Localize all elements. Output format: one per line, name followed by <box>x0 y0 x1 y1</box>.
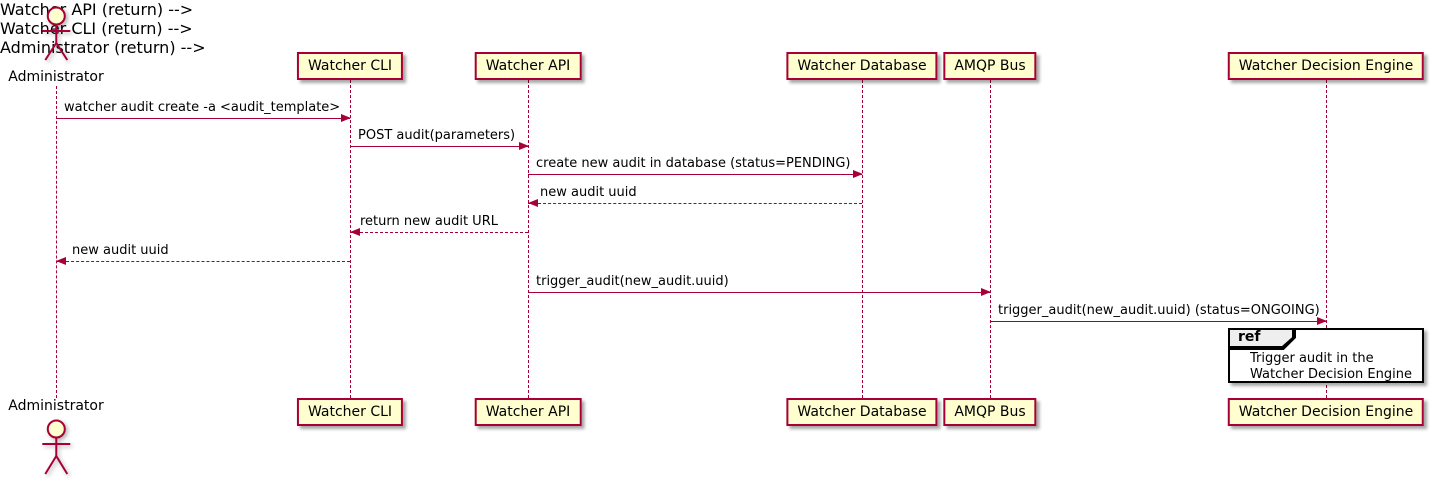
lifeline-watcher-cli <box>350 80 351 398</box>
message-label: watcher audit create -a <audit_template> <box>64 100 341 115</box>
message-line <box>56 118 350 119</box>
participant-watcher-decision-engine-bottom: Watcher Decision Engine <box>1227 398 1425 426</box>
participant-watcher-database-top: Watcher Database <box>786 52 938 80</box>
message-line <box>56 261 350 262</box>
ref-text-line-1: Trigger audit in the <box>1250 351 1374 366</box>
message-label: POST audit(parameters) <box>358 128 516 143</box>
lifeline-watcher-decision-engine <box>1326 80 1327 398</box>
lifeline-watcher-api <box>528 80 529 398</box>
message-label: return new audit URL <box>360 214 498 229</box>
ref-tab-fill <box>1230 330 1292 346</box>
participant-watcher-api-bottom: Watcher API <box>474 398 582 426</box>
participant-watcher-cli-bottom: Watcher CLI <box>296 398 404 426</box>
participant-watcher-api-top: Watcher API <box>474 52 582 80</box>
arrowhead-icon <box>981 288 991 296</box>
ref-keyword-label: ref <box>1238 329 1261 345</box>
message-line <box>990 321 1326 322</box>
message-line <box>528 292 990 293</box>
ref-text: Trigger audit in the Watcher Decision En… <box>1250 351 1412 383</box>
participant-amqp-bus-top: AMQP Bus <box>943 52 1037 80</box>
lifeline-administrator <box>56 86 57 398</box>
arrowhead-icon <box>1317 317 1327 325</box>
arrowhead-icon <box>341 114 351 122</box>
lifeline-watcher-database <box>862 80 863 398</box>
ref-fragment: ref Trigger audit in the Watcher Decisio… <box>1228 328 1424 383</box>
message-label: trigger_audit(new_audit.uuid) (status=ON… <box>998 303 1320 318</box>
lifeline-amqp-bus <box>990 80 991 398</box>
message-label: new audit uuid <box>72 243 169 258</box>
actor-administrator-bottom: Administrator <box>8 398 104 480</box>
message-line <box>528 174 862 175</box>
arrowhead-icon <box>528 199 538 207</box>
ref-text-line-2: Watcher Decision Engine <box>1250 367 1412 382</box>
ref-tab: ref <box>1228 328 1296 350</box>
arrowhead-icon <box>519 142 529 150</box>
actor-administrator-top: Administrator <box>8 3 104 85</box>
participant-watcher-cli-top: Watcher CLI <box>296 52 404 80</box>
actor-icon <box>42 419 70 475</box>
arrowhead-icon <box>350 228 360 236</box>
participant-watcher-decision-engine-top: Watcher Decision Engine <box>1227 52 1425 80</box>
message-label: new audit uuid <box>540 185 637 200</box>
message-label: trigger_audit(new_audit.uuid) <box>536 274 729 289</box>
message-label: create new audit in database (status=PEN… <box>536 156 851 171</box>
message-line <box>350 146 528 147</box>
arrowhead-icon <box>56 257 66 265</box>
arrowhead-icon <box>853 170 863 178</box>
participant-watcher-database-bottom: Watcher Database <box>786 398 938 426</box>
message-line <box>350 232 528 233</box>
actor-label: Administrator <box>8 398 104 414</box>
actor-label: Administrator <box>8 69 104 85</box>
message-line <box>528 203 862 204</box>
participant-amqp-bus-bottom: AMQP Bus <box>943 398 1037 426</box>
actor-icon <box>42 6 70 61</box>
